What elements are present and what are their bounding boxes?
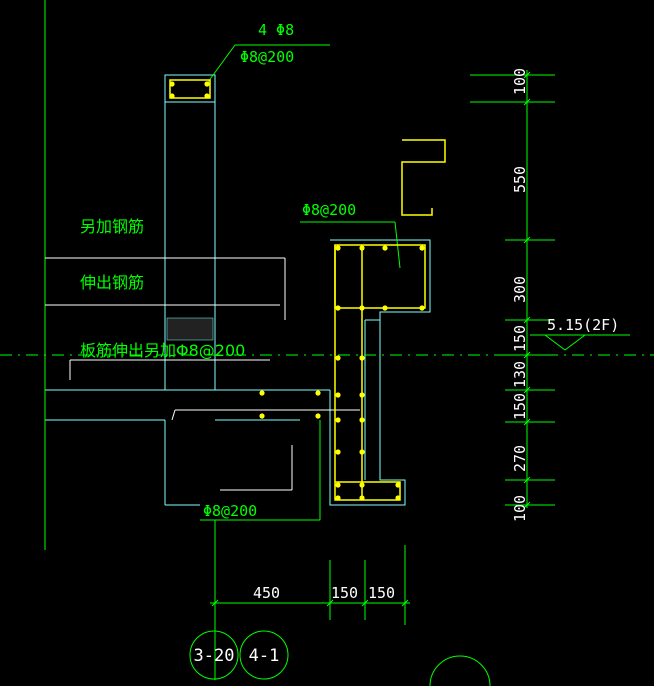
rebar-dot bbox=[359, 449, 365, 455]
dim-v-130: 130 bbox=[511, 361, 529, 388]
dim-h-150-a: 150 bbox=[331, 584, 358, 602]
extended-rebar-label: 伸出钢筋 bbox=[80, 273, 144, 292]
rebar-dot bbox=[335, 417, 341, 423]
concrete-hatch bbox=[166, 317, 214, 341]
rebar-dot bbox=[335, 482, 341, 488]
slab-rebar-note: 板筋伸出另加Φ8@200 bbox=[80, 341, 245, 360]
rebar-dot bbox=[419, 245, 425, 251]
dim-h-150-b: 150 bbox=[368, 584, 395, 602]
rebar-dot bbox=[259, 390, 265, 396]
rebar-dot bbox=[359, 355, 365, 361]
rebar-dot bbox=[335, 495, 341, 501]
elevation-label: 5.15(2F) bbox=[547, 316, 619, 334]
beam-stirrup-label: Φ8@200 bbox=[302, 201, 356, 219]
axis-bubble-4-1: 4-1 bbox=[239, 630, 289, 680]
dim-v-300: 300 bbox=[511, 276, 529, 303]
dim-v-550: 550 bbox=[511, 166, 529, 193]
rebar-dot bbox=[259, 413, 265, 419]
rebar-dot bbox=[359, 417, 365, 423]
top-stirrup-label: Φ8@200 bbox=[240, 48, 294, 66]
rebar-dot bbox=[335, 245, 341, 251]
rebar-dot bbox=[359, 482, 365, 488]
extra-rebar-label: 另加钢筋 bbox=[80, 217, 144, 236]
rebar-dot bbox=[382, 305, 388, 311]
dim-v-150-a: 150 bbox=[511, 325, 529, 352]
rebar-dot bbox=[359, 245, 365, 251]
rebar-dot bbox=[335, 305, 341, 311]
dim-v-100-bottom: 100 bbox=[511, 495, 529, 522]
rebar-dot bbox=[169, 81, 175, 87]
dim-h-450: 450 bbox=[253, 584, 280, 602]
rebar-dot bbox=[169, 93, 175, 99]
dim-v-270: 270 bbox=[511, 445, 529, 472]
rebar-dot bbox=[335, 392, 341, 398]
axis-bubble-3-20: 3-20 bbox=[189, 630, 239, 680]
dim-v-150-b: 150 bbox=[511, 393, 529, 420]
rebar-dot bbox=[315, 390, 321, 396]
rebar-dots bbox=[169, 81, 425, 501]
rebar-dot bbox=[395, 495, 401, 501]
rebar-lines bbox=[45, 257, 360, 491]
axis-bubble-label: 4-1 bbox=[249, 646, 280, 666]
rebar-dot bbox=[204, 81, 210, 87]
top-bars-label: 4 Φ8 bbox=[258, 21, 294, 39]
rebar-dot bbox=[395, 482, 401, 488]
rebar-dot bbox=[359, 305, 365, 311]
rebar-dot bbox=[359, 495, 365, 501]
bottom-stirrup-label: Φ8@200 bbox=[203, 502, 257, 520]
rebar-dot bbox=[335, 449, 341, 455]
rebar-dot bbox=[359, 392, 365, 398]
rebar-dot bbox=[315, 413, 321, 419]
axis-bubble-label: 3-20 bbox=[194, 646, 235, 666]
concrete-outline bbox=[45, 74, 431, 506]
rebar-dot bbox=[204, 93, 210, 99]
stirrups bbox=[169, 79, 446, 501]
rebar-dot bbox=[382, 245, 388, 251]
dim-v-100-top: 100 bbox=[511, 68, 529, 95]
rebar-dot bbox=[335, 355, 341, 361]
rebar-dot bbox=[419, 305, 425, 311]
